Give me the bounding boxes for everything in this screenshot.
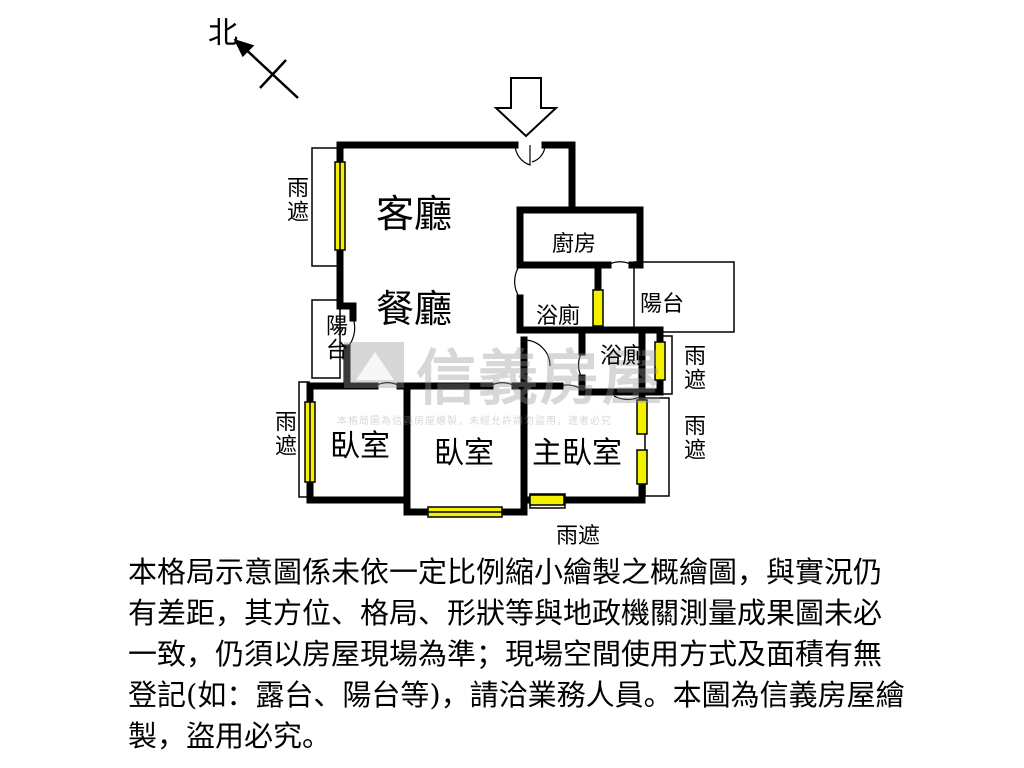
- brand-logo-icon: [344, 342, 404, 388]
- watermark-notice: 本格局圖為信義房屋繪製，未經允許請勿盜用，違者必究: [337, 416, 612, 427]
- entrance-arrow-icon: [493, 77, 559, 138]
- bedroom-label: 臥室: [330, 429, 390, 464]
- bathroom-label: 浴廁: [600, 344, 645, 369]
- walls: [306, 141, 664, 516]
- canopy-label: 雨遮: [283, 176, 308, 224]
- living-room-label: 客廳: [376, 192, 453, 236]
- watermark-brand: 信義房屋: [416, 344, 664, 414]
- floor-plan: [233, 38, 735, 518]
- canopy-label: 雨遮: [271, 410, 296, 458]
- disclaimer-text: 本格局示意圖係未依一定比例縮小繪製之概繪圖，與實況仍有差距，其方位、格局、形狀等…: [128, 555, 905, 753]
- north-arrow-icon: [233, 38, 299, 99]
- bathroom-label: 浴廁: [536, 304, 581, 329]
- balcony-label: 陽台: [640, 292, 685, 317]
- master-bedroom-label: 主臥室: [532, 436, 622, 471]
- kitchen-label: 廚房: [552, 232, 597, 257]
- dining-room-label: 餐廳: [376, 287, 453, 331]
- canopy-label: 雨遮: [680, 344, 705, 392]
- canopy-label: 雨遮: [680, 414, 705, 462]
- compass-label: 北: [208, 16, 238, 51]
- windows: [304, 161, 666, 518]
- balcony-label: 陽台: [322, 314, 347, 362]
- bedroom-label: 臥室: [434, 436, 494, 471]
- canopy-label: 雨遮: [556, 524, 601, 549]
- doors: [346, 144, 643, 400]
